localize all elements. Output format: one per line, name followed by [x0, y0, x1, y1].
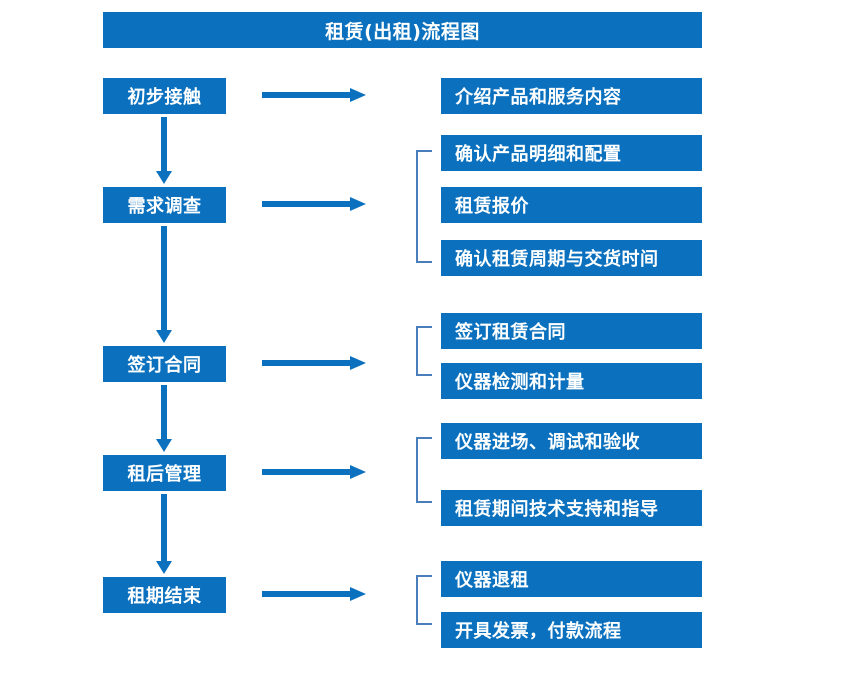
detail-box[interactable]: 仪器进场、调试和验收 [441, 423, 702, 459]
detail-box[interactable]: 租赁期间技术支持和指导 [441, 490, 702, 526]
detail-box[interactable]: 介绍产品和服务内容 [441, 78, 702, 114]
stage-box[interactable]: 租后管理 [103, 455, 226, 491]
page-title: 租赁(出租)流程图 [103, 12, 702, 48]
arrow-down-contact-to-survey [152, 117, 176, 184]
stage-box[interactable]: 初步接触 [103, 78, 226, 114]
bracket-demand-survey-group [415, 150, 433, 263]
detail-box[interactable]: 确认产品明细和配置 [441, 135, 702, 171]
detail-box[interactable]: 签订租赁合同 [441, 313, 702, 349]
stage-box[interactable]: 需求调查 [103, 187, 226, 223]
bracket-post-rental-group [415, 437, 433, 503]
stage-box[interactable]: 租期结束 [103, 577, 226, 613]
bracket-sign-contract-group [415, 326, 433, 376]
arrow-down-contract-to-post [152, 385, 176, 452]
detail-box[interactable]: 确认租赁周期与交货时间 [441, 240, 702, 276]
detail-box[interactable]: 租赁报价 [441, 187, 702, 223]
arrow-demand-survey [262, 195, 366, 213]
arrow-down-post-to-end [152, 494, 176, 574]
detail-box[interactable]: 仪器检测和计量 [441, 363, 702, 399]
stage-box[interactable]: 签订合同 [103, 346, 226, 382]
arrow-rental-end [262, 585, 366, 603]
bracket-rental-end-group [415, 575, 433, 625]
arrow-initial-contact [262, 86, 366, 104]
detail-box[interactable]: 仪器退租 [441, 561, 702, 597]
arrow-sign-contract [262, 354, 366, 372]
detail-box[interactable]: 开具发票，付款流程 [441, 612, 702, 648]
arrow-post-rental [262, 463, 366, 481]
arrow-down-survey-to-contract [152, 226, 176, 343]
